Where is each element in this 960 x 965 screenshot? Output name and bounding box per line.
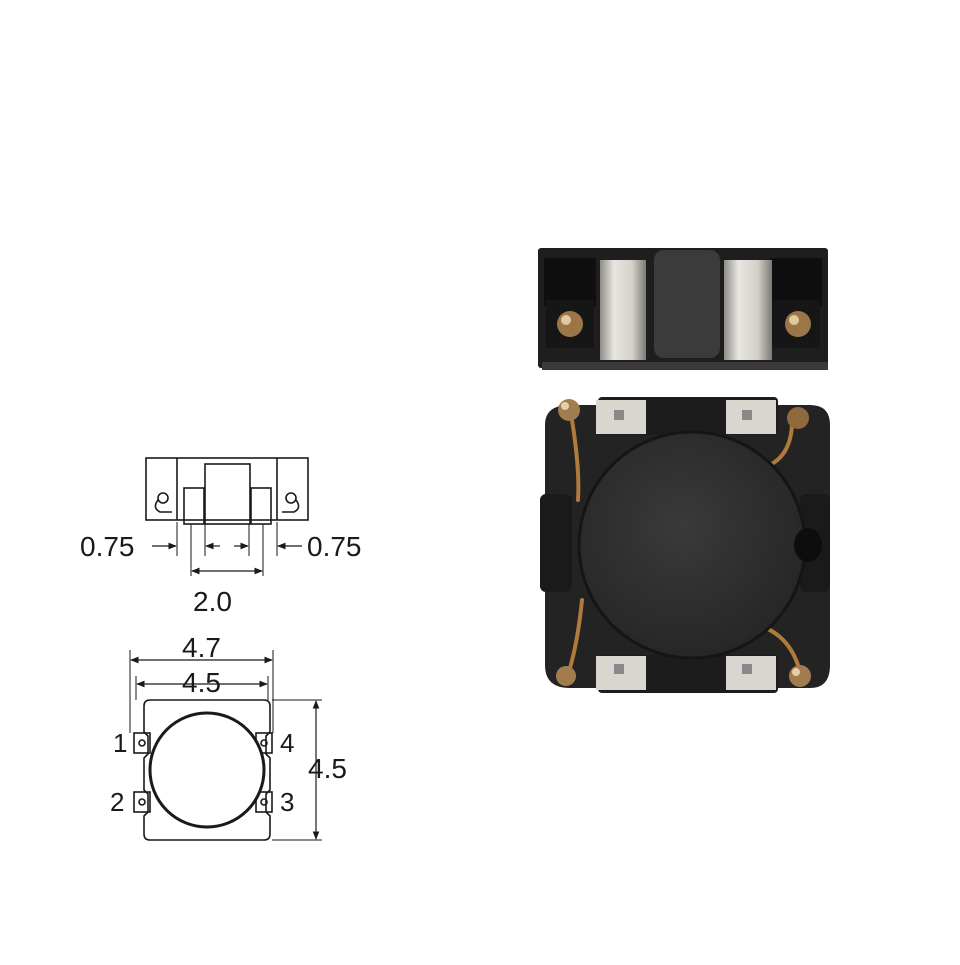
dim-width-inner-label: 4.5 <box>182 667 221 698</box>
dim-right-label: 0.75 <box>307 531 362 562</box>
part-photo-side <box>538 248 828 370</box>
side-view-dimensions <box>152 542 302 575</box>
dim-height-label: 4.5 <box>308 753 347 784</box>
photo-polarity-dot-icon <box>794 528 822 562</box>
pin-label-3: 3 <box>280 787 294 817</box>
pin-label-2: 2 <box>110 787 124 817</box>
top-view-core-circle <box>148 711 266 829</box>
side-view-outline <box>145 457 309 525</box>
photo-core-circle <box>577 430 807 660</box>
top-view-outline <box>143 699 271 841</box>
side-photo-wire-ball-right-icon <box>785 311 811 337</box>
pin-pad-3 <box>255 791 273 813</box>
top-view-dimensions <box>130 656 320 840</box>
side-view-drawing <box>145 457 309 576</box>
side-view-wire-right-icon <box>282 492 300 513</box>
part-photo-top <box>540 397 830 693</box>
top-view-drawing <box>129 650 322 841</box>
dim-width-outer-label: 4.7 <box>182 632 221 663</box>
pin-label-4: 4 <box>280 728 294 758</box>
side-view-wire-left-icon <box>154 492 172 513</box>
side-photo-wire-ball-left-icon <box>557 311 583 337</box>
dim-left-label: 0.75 <box>80 531 135 562</box>
dim-center-label: 2.0 <box>193 586 232 617</box>
pin-pad-1 <box>133 732 151 754</box>
pin-pad-2 <box>133 791 151 813</box>
pin-label-1: 1 <box>113 728 127 758</box>
